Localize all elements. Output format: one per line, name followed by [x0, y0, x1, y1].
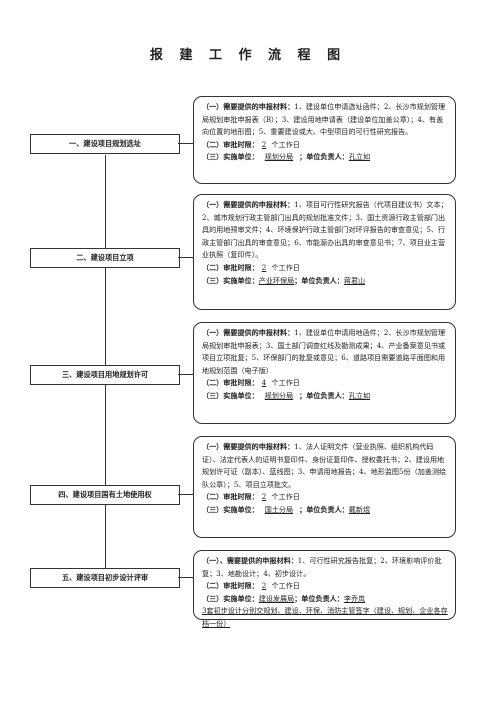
- stage-details-4: （一）需要提供的申报材料：1、法人证明文件（营业执照、组织机构代码证）、法定代表…: [193, 436, 456, 538]
- connector-2: [178, 257, 193, 258]
- stage-box-3: 三、建设项目用地规划许可: [30, 365, 180, 385]
- page-title: 报 建 工 作 流 程 图: [149, 48, 347, 63]
- stage-box-1: 一、建设项目规划选址: [30, 134, 180, 154]
- stage-box-4: 四、建设项目国有土地使用权: [30, 485, 180, 505]
- stage-details-2: （一）需要提供的申报材料：1、项目可行性研究报告（代项目建议书）文本；2、城市规…: [193, 194, 456, 310]
- stage-details-5: （一）、需要提供的申报材料：1、可行性研究报告批复；2、环境影响评价批复；3、地…: [193, 550, 456, 628]
- connector-1: [178, 143, 193, 144]
- stage-details-1: （一）需要提供的申报材料：1、建设单位申请选址函件；2、长沙市规划管理局规划审批…: [193, 96, 456, 184]
- stage-box-5: 五、建设项目初步设计评审: [30, 568, 180, 588]
- connector-5: [178, 577, 193, 578]
- stage-5-note: 3套初步设计分别交规划、建设、环保、消防主管签字（建设、规划、企业各存档一份）: [202, 606, 448, 628]
- stage-box-2: 二、建设项目立项: [30, 248, 180, 268]
- stage-details-3: （一）需要提供的申报材料：1、建设单位申请用地函件；2、长沙市规划管理局规划审批…: [193, 322, 456, 424]
- connector-4: [178, 494, 193, 495]
- connector-3: [178, 374, 193, 375]
